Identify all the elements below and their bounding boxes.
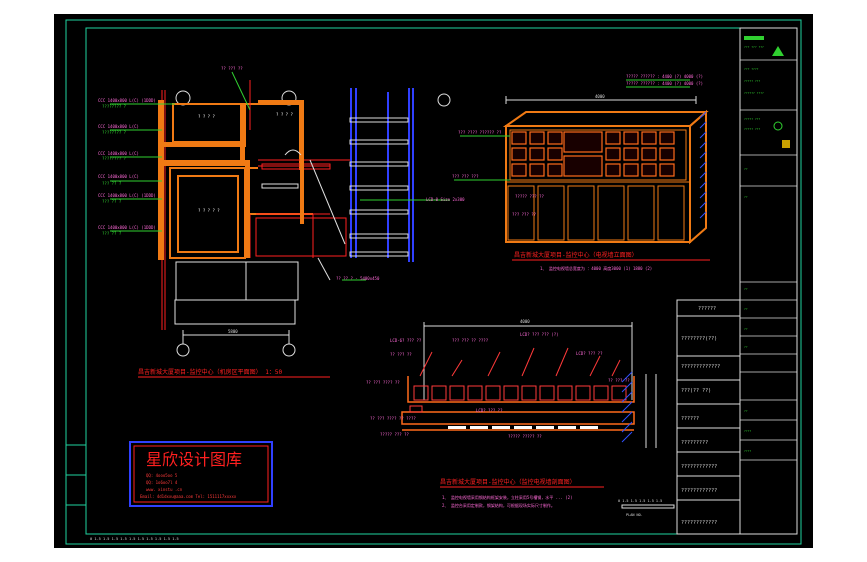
- elevation-note: 1、 监控电视墙总宽度为 ：4000 高度3000 (1) 1880 (2): [540, 265, 652, 271]
- tb-row-2: ????????(??): [681, 336, 717, 342]
- svg-text:??: ??: [744, 287, 748, 291]
- svg-text:????? ?????? : 4400 (?) 4000 (: ????? ?????? : 4400 (?) 4000 (?): [626, 74, 703, 79]
- tb-row-5: ??????: [681, 416, 699, 422]
- svg-text:??? ??? ?? ????: ??? ??? ?? ????: [452, 338, 489, 343]
- svg-text:CCC 1400x800 L(C) (1DDD): CCC 1400x800 L(C) (1DDD): [98, 98, 156, 103]
- svg-text:????? ????? ??: ????? ????? ??: [508, 434, 542, 439]
- svg-text:??? ?? ?: ??? ?? ?: [102, 231, 122, 236]
- svg-text:????: ????: [744, 449, 751, 453]
- tv-wall-elevation: 4000: [452, 74, 710, 271]
- svg-text:??: ??: [744, 327, 748, 331]
- watermark-line-2: QQ: 1o6oo7l 4: [146, 480, 178, 485]
- svg-text:??: ??: [744, 307, 748, 311]
- svg-text:???????? ?: ???????? ?: [102, 104, 127, 109]
- section-note-1: 1、 监控电视墙采用钢结构框架安装，立柱采用5号槽钢，水平 ... (2): [442, 494, 573, 500]
- svg-text:?????? ????: ?????? ????: [744, 91, 764, 95]
- svg-text:??: ??: [744, 345, 748, 349]
- plan-dimension: 5800: [228, 329, 238, 334]
- scale-bar-bottom: 0 1.5 1.5 1.5 1.5 1.5 1.5 1.5 1.5 1.5 1.…: [90, 537, 179, 541]
- svg-text:????: ????: [744, 429, 751, 433]
- scale-bar-text: 0 1.5 1.5 1.5 1.5 1.5 1.5 1.5 1.5 1.5 1.…: [90, 537, 179, 541]
- svg-text:????? ???: ????? ???: [744, 79, 760, 83]
- margin-top: [0, 0, 867, 14]
- svg-text:LCD-6? ??? ??: LCD-6? ??? ??: [390, 338, 422, 343]
- svg-text:??? ??? ???: ??? ??? ???: [452, 174, 479, 179]
- section-title: 昌吉新城大厦项目-监控中心（监控电视墙剖面图）: [440, 478, 576, 486]
- svg-text:PLAN NO.: PLAN NO.: [626, 513, 643, 517]
- monitoring-wall-section: 4000: [366, 319, 657, 508]
- scale-bar-section: 0 1.5 1.5 1.5 1.5 1.5 PLAN NO.: [618, 499, 675, 517]
- tb-row-9: ????????????: [681, 520, 717, 526]
- side-hatching: [699, 111, 707, 219]
- plan-title: 昌吉新城大厦项目-监控中心（机房区平面图） 1：50: [138, 368, 282, 376]
- svg-text:LCD? ??? ??? (?): LCD? ??? ??? (?): [520, 332, 559, 337]
- svg-text:??? ????: ??? ????: [744, 67, 759, 71]
- svg-text:0 1.5 1.5 1.5 1.5 1.5: 0 1.5 1.5 1.5 1.5 1.5: [618, 499, 662, 503]
- svg-text:?? ??? ??: ?? ??? ??: [608, 378, 630, 383]
- svg-text:????? ???: ????? ???: [744, 117, 760, 121]
- svg-text:????? ?????? : 4400 (?) 4000 (: ????? ?????? : 4400 (?) 4000 (?): [626, 81, 703, 86]
- svg-text:CCC 1400x800 L(C) (1DDD): CCC 1400x800 L(C) (1DDD): [98, 225, 156, 230]
- title-block: ?????? ????????(??) ????????????? ???(??…: [676, 27, 798, 535]
- monitor-grid: [511, 131, 675, 177]
- svg-text:?? ??? ??: ?? ??? ??: [390, 352, 412, 357]
- watermark-line-3: www. xinstu .cn: [146, 487, 183, 492]
- svg-text:????? ??? ??: ????? ??? ??: [380, 432, 409, 437]
- svg-text:4000: 4000: [595, 94, 605, 99]
- watermark-title: 星欣设计图库: [146, 450, 242, 469]
- svg-text:CCC 1400x800 L(C): CCC 1400x800 L(C): [98, 174, 139, 179]
- margin-right: [813, 0, 867, 562]
- watermark-line-1: QQ: 4ooo5oo 5: [146, 473, 178, 478]
- left-margin-ticks: [66, 444, 86, 506]
- tb-row-1: ??????: [698, 306, 716, 312]
- tb-row-7: ????????????: [681, 464, 717, 470]
- svg-text:?? ??? ???? ?? ????: ?? ??? ???? ?? ????: [370, 416, 416, 421]
- svg-text:??? ???? ?????? ??: ??? ???? ?????? ??: [458, 130, 502, 135]
- svg-text:??? ??? ???: ??? ??? ???: [744, 45, 764, 49]
- svg-text:??: ??: [744, 167, 748, 171]
- svg-text:??: ??: [744, 195, 748, 199]
- tb-row-8: ????????????: [681, 488, 717, 494]
- svg-text:LCD-0 Size 2x300: LCD-0 Size 2x300: [426, 197, 465, 202]
- watermark-box: 星欣设计图库 QQ: 4ooo5oo 5 QQ: 1o6oo7l 4 www. …: [129, 441, 273, 507]
- svg-text:??? ?? ?: ??? ?? ?: [102, 199, 122, 204]
- svg-text:?? ?? ? - 5400x450: ?? ?? ? - 5400x450: [336, 276, 380, 281]
- room-c-label: ? ? ? ? ?: [198, 208, 220, 213]
- svg-text:??: ??: [744, 409, 748, 413]
- margin-left: [0, 0, 54, 562]
- tb-row-6: ?????????: [681, 440, 708, 446]
- svg-text:CCC 1400x800 L(C): CCC 1400x800 L(C): [98, 124, 139, 129]
- room-a-label: ? ? ? ?: [198, 114, 215, 119]
- room-b-label: ? ? ? ?: [276, 112, 293, 117]
- svg-text:CCC 1400x800 L(C) (1DDD): CCC 1400x800 L(C) (1DDD): [98, 193, 156, 198]
- svg-text:4000: 4000: [520, 319, 530, 324]
- svg-text:LCD? ??? ??: LCD? ??? ??: [476, 408, 503, 413]
- tb-row-4: ???(?? ??): [681, 388, 711, 394]
- svg-text:LCD? ??? ??: LCD? ??? ??: [576, 351, 603, 356]
- tb-row-3: ?????????????: [681, 364, 720, 370]
- margin-bottom: [0, 548, 867, 562]
- elevation-title: 昌吉新城大厦项目-监控中心（电视墙立面图）: [514, 251, 638, 259]
- svg-text:???????? ?: ???????? ?: [102, 156, 127, 161]
- svg-text:?? ??? ??: ?? ??? ??: [221, 66, 243, 71]
- svg-text:????? ??? ??: ????? ??? ??: [515, 194, 544, 199]
- svg-text:????? ???: ????? ???: [744, 127, 760, 131]
- floor-plan: CCC 1400x800 L(C) (1DDD) CCC 1400x800 L(…: [98, 66, 465, 378]
- section-note-2: 2、 监控台采用定制款，钢架结构，可根据现场实际尺寸制作。: [442, 502, 555, 508]
- watermark-line-4: Email: 4d1dxxu@aaa.com Tel: 1511117xxxxx: [140, 494, 237, 499]
- svg-text:??? ??? ??: ??? ??? ??: [512, 212, 537, 217]
- svg-text:?? ??? ???? ??: ?? ??? ???? ??: [366, 380, 400, 385]
- svg-text:??? ?? ?: ??? ?? ?: [102, 181, 122, 186]
- svg-text:???????? ?: ???????? ?: [102, 130, 127, 135]
- svg-text:CCC 1400x800 L(C): CCC 1400x800 L(C): [98, 151, 139, 156]
